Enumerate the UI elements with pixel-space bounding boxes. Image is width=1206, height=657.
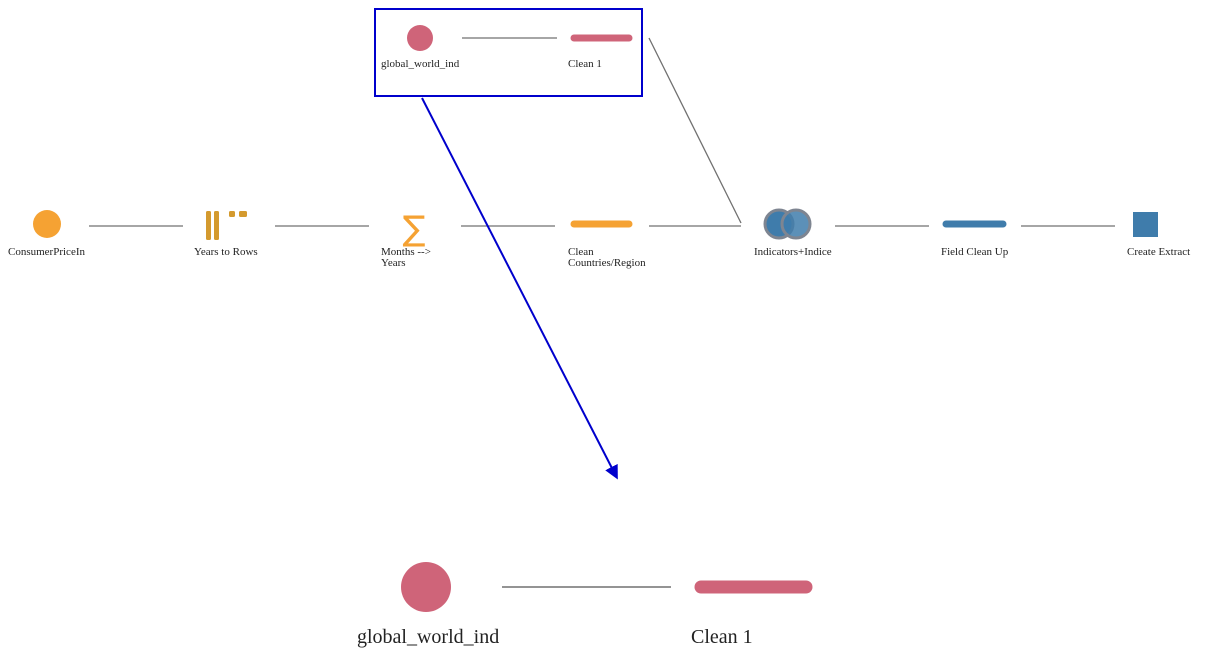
consumer-price-label: ConsumerPriceIn <box>8 246 85 258</box>
create-extract-icon[interactable] <box>1133 212 1158 237</box>
clean-countries-label-line1: Clean <box>568 246 594 258</box>
zoom-global-world-ind-label: global_world_ind <box>357 626 500 648</box>
months-years-label: Months --> Years <box>381 247 431 269</box>
callout-arrow <box>421 97 618 480</box>
create-extract-label: Create Extract <box>1127 246 1191 258</box>
months-years-label-line1: Months --> <box>381 246 431 258</box>
zoom-global-world-ind-icon <box>401 562 451 612</box>
field-clean-up-label: Field Clean Up <box>941 246 1009 258</box>
aggregate-sigma-icon[interactable]: ∑ <box>403 209 426 249</box>
consumer-price-icon[interactable] <box>33 210 61 238</box>
zoom-clean-1-label: Clean 1 <box>691 626 753 648</box>
pivot-icon[interactable] <box>206 211 247 240</box>
selection-box <box>374 8 643 97</box>
years-to-rows-label: Years to Rows <box>194 246 258 258</box>
clean-countries-label-line2: Countries/Region <box>568 257 646 269</box>
join-icon[interactable] <box>763 208 812 240</box>
months-years-label-line2: Years <box>381 257 406 269</box>
global-world-ind-label: global_world_ind <box>381 58 460 70</box>
connectors <box>89 37 1115 588</box>
global-world-ind-icon[interactable] <box>407 25 433 51</box>
clean-countries-label: Clean Countries/Region <box>568 247 646 269</box>
clean-1-label: Clean 1 <box>568 58 602 70</box>
indicators-label: Indicators+Indice <box>754 246 832 258</box>
connector-clean1-to-indicators <box>648 37 742 224</box>
